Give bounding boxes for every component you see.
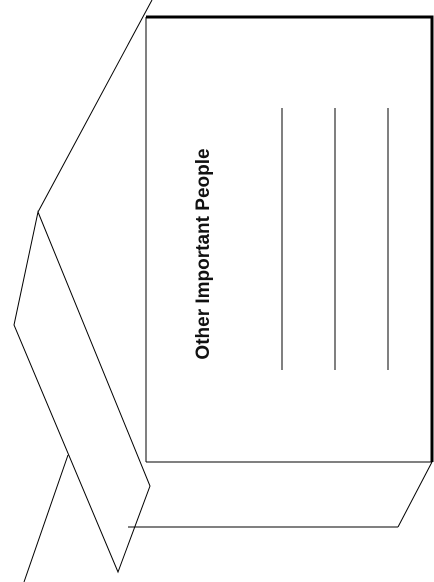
back-top-diagonal xyxy=(38,0,152,212)
box-label: Other Important People xyxy=(193,148,214,359)
folded-flap xyxy=(14,212,150,572)
base-right-slant xyxy=(398,462,432,527)
bottom-left-diagonal xyxy=(24,455,68,582)
card-box-thick-edge xyxy=(146,17,432,462)
